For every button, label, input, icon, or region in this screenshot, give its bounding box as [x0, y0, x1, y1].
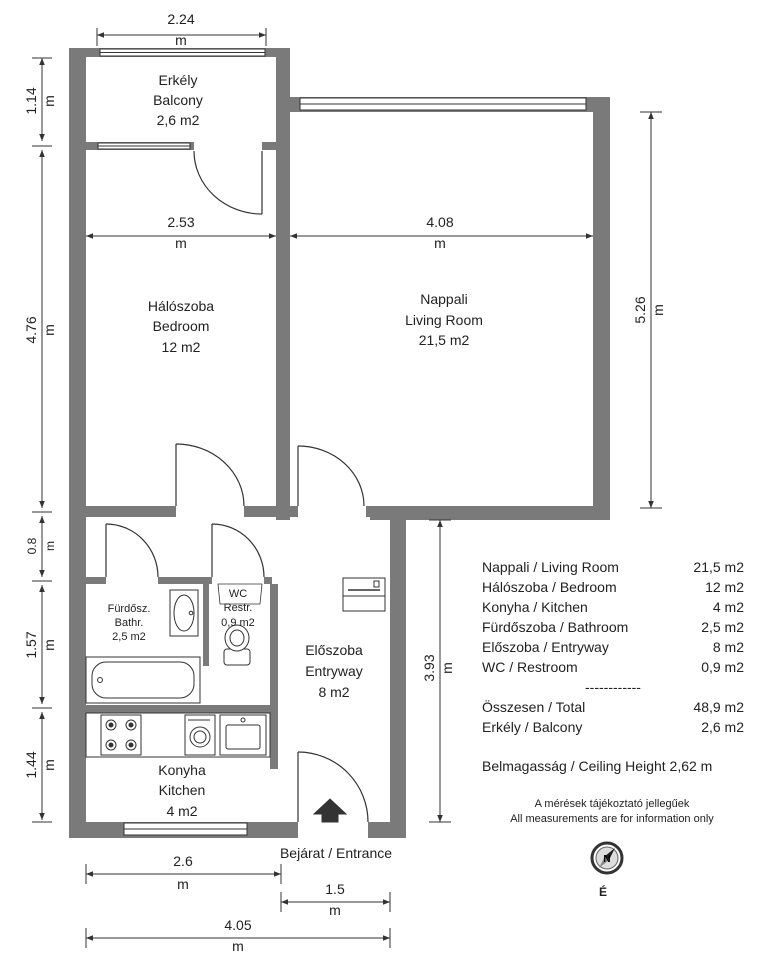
wc-sink — [217, 583, 263, 605]
bedroom-area: 12 m2 — [162, 339, 201, 355]
doors — [105, 150, 369, 823]
disclaimer-note: A mérések tájékoztató jellegűek All meas… — [480, 797, 744, 827]
legend-label: Fürdőszoba / Bathroom — [482, 619, 629, 635]
living-name-en: Living Room — [405, 312, 483, 328]
dim-living-depth-value: 5.26 — [632, 296, 648, 323]
bathroom-name-en: Bathr. — [115, 617, 144, 629]
legend-row: Hálószoba / Bedroom 12 m2 — [482, 577, 744, 597]
legend-value: 8 m2 — [712, 639, 744, 655]
kitchen-name-hu: Konyha — [158, 762, 206, 778]
entrance-label: Bejárat / Entrance — [280, 845, 392, 861]
bathroom-sink — [169, 589, 199, 637]
legend-label: Erkély / Balcony — [482, 719, 583, 735]
legend-label: Konyha / Kitchen — [482, 599, 588, 615]
kitchen-sink — [219, 714, 267, 756]
legend-label: Nappali / Living Room — [482, 559, 619, 575]
legend-value: 2,6 m2 — [701, 719, 744, 735]
dim-entry-width-unit: m — [329, 902, 341, 918]
ceiling-height: Belmagasság / Ceiling Height 2,62 m — [482, 758, 713, 774]
note-line-en: All measurements are for information onl… — [510, 813, 714, 825]
legend-value: 4 m2 — [712, 599, 744, 615]
compass-icon: N É — [590, 841, 624, 899]
legend-separator: ------------ — [585, 679, 641, 695]
balcony-area: 2,6 m2 — [157, 112, 200, 128]
dim-balcony-width-unit: m — [175, 32, 187, 48]
kitchen-name-en: Kitchen — [159, 782, 206, 798]
bathtub — [85, 656, 201, 704]
legend-label: Előszoba / Entryway — [482, 639, 609, 655]
dim-entry-depth-value: 3.93 — [421, 654, 437, 681]
fixtures — [85, 577, 386, 823]
legend-value: 12 m2 — [705, 579, 744, 595]
legend-row: WC / Restroom 0,9 m2 — [482, 657, 744, 677]
legend-value: 0,9 m2 — [701, 659, 744, 675]
dim-kitchen-width-unit: m — [177, 876, 189, 892]
dim-living-width-value: 4.08 — [426, 214, 453, 230]
wc-name-hu: WC — [229, 588, 247, 600]
note-line-hu: A mérések tájékoztató jellegűek — [534, 798, 690, 810]
bedroom-name-hu: Hálószoba — [148, 298, 214, 314]
dim-hall-gap-value: 0.8 — [25, 537, 39, 554]
legend-row: Konyha / Kitchen 4 m2 — [482, 597, 744, 617]
wc-area: 0,9 m2 — [221, 617, 255, 629]
compass-south-letter: É — [599, 884, 607, 899]
entrance-arrow-icon — [312, 798, 348, 823]
windows — [97, 48, 587, 836]
legend-label: Hálószoba / Bedroom — [482, 579, 617, 595]
dim-balcony-depth-value: 1.14 — [23, 87, 39, 114]
legend-value: 48,9 m2 — [693, 699, 744, 715]
legend-label: Összesen / Total — [482, 699, 586, 715]
dim-kitchen-depth-value: 1.44 — [23, 751, 39, 778]
dim-bedroom-width-value: 2.53 — [167, 214, 194, 230]
dim-bedroom-depth-unit: m — [41, 324, 57, 336]
legend-value: 2,5 m2 — [701, 619, 744, 635]
entry-cabinet — [342, 577, 386, 612]
washing-machine — [184, 714, 216, 756]
dim-living-depth-unit: m — [650, 304, 666, 316]
bedroom-name-en: Bedroom — [153, 318, 210, 334]
legend-row: Előszoba / Entryway 8 m2 — [482, 637, 744, 657]
dim-entry-width-value: 1.5 — [325, 881, 345, 897]
entryway-name-en: Entryway — [305, 663, 363, 679]
legend-row: Nappali / Living Room 21,5 m2 — [482, 557, 744, 577]
area-legend: Nappali / Living Room 21,5 m2 Hálószoba /… — [482, 557, 744, 737]
toilet — [223, 624, 251, 666]
room-labels: Erkély Balcony 2,6 m2 Hálószoba Bedroom … — [108, 72, 483, 861]
living-area: 21,5 m2 — [419, 332, 470, 348]
dim-balcony-depth-unit: m — [41, 95, 57, 107]
dim-balcony-width-value: 2.24 — [167, 11, 194, 27]
entryway-area: 8 m2 — [318, 684, 349, 700]
dim-bedroom-width-unit: m — [175, 235, 187, 251]
dim-bath-depth-value: 1.57 — [23, 631, 39, 658]
balcony-name-en: Balcony — [153, 92, 203, 108]
bathroom-name-hu: Fürdősz. — [108, 603, 151, 615]
stove — [100, 714, 142, 756]
dimension-lines — [32, 28, 662, 948]
legend-value: 21,5 m2 — [693, 559, 744, 575]
legend-row: Fürdőszoba / Bathroom 2,5 m2 — [482, 617, 744, 637]
dim-hall-gap-unit: m — [43, 541, 57, 551]
balcony-name-hu: Erkély — [159, 72, 198, 88]
dim-kitchen-width-value: 2.6 — [173, 853, 193, 869]
legend-total-row: Erkély / Balcony 2,6 m2 — [482, 717, 744, 737]
compass-north-letter: N — [603, 854, 610, 865]
dim-bath-depth-unit: m — [41, 639, 57, 651]
door-gaps — [106, 142, 368, 839]
legend-label: WC / Restroom — [482, 659, 578, 675]
dim-living-width-unit: m — [434, 235, 446, 251]
bathroom-area: 2,5 m2 — [112, 631, 146, 643]
dim-total-width-value: 4.05 — [224, 917, 251, 933]
dim-total-width-unit: m — [232, 938, 244, 954]
entryway-name-hu: Előszoba — [305, 642, 363, 658]
wc-name-en: Restr. — [224, 602, 253, 614]
kitchen-area: 4 m2 — [166, 803, 197, 819]
dim-entry-depth-unit: m — [439, 662, 455, 674]
legend-total-row: Összesen / Total 48,9 m2 — [482, 697, 744, 717]
dim-kitchen-depth-unit: m — [41, 759, 57, 771]
dimension-labels: 2.24 m 2.53 m 4.08 m 1.14 m 4.76 m 0.8 m… — [23, 11, 666, 954]
living-name-hu: Nappali — [420, 291, 467, 307]
dim-bedroom-depth-value: 4.76 — [23, 316, 39, 343]
